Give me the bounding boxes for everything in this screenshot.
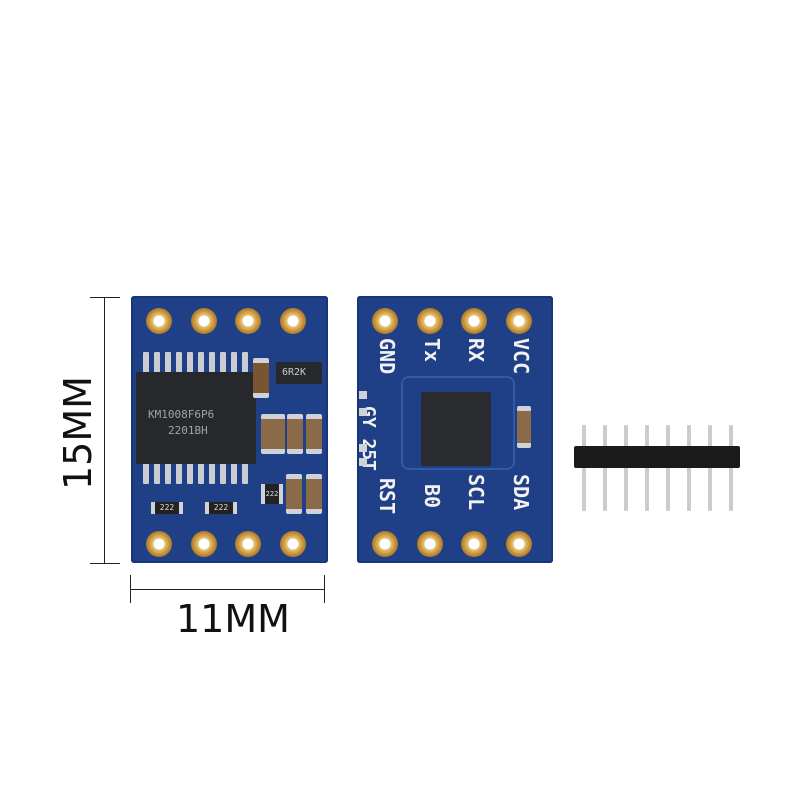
pin-label-sda: SDA (509, 474, 533, 511)
pad (191, 308, 217, 334)
pad (417, 531, 443, 557)
small-resistor: 222 (261, 484, 283, 504)
pad (506, 308, 532, 334)
pin-label-scl: SCL (464, 474, 488, 511)
pad (146, 531, 172, 557)
sensor-chip (421, 392, 491, 466)
pad (461, 308, 487, 334)
pad (280, 531, 306, 557)
capacitor (286, 474, 302, 514)
pin-label-b0: B0 (420, 484, 444, 509)
pin-label-tx: Tx (420, 338, 444, 363)
pad (191, 531, 217, 557)
regulator-label: 6R2K (282, 367, 307, 378)
main-ic: KM1008F6P6 2201BH (136, 372, 256, 464)
ic-marking-line2: 2201BH (168, 424, 208, 437)
pad (461, 531, 487, 557)
header-plastic (574, 446, 740, 468)
pad (235, 531, 261, 557)
capacitor (517, 406, 531, 448)
pad (235, 308, 261, 334)
regulator-chip: 6R2K (276, 362, 322, 384)
front-pcb: KM1008F6P6 2201BH 6R2K 222 222 222 (131, 296, 328, 563)
height-label: 15MM (56, 376, 100, 490)
inductor (253, 358, 269, 398)
pin-label-rst: RST (375, 478, 399, 515)
capacitor (287, 414, 303, 454)
pad (372, 531, 398, 557)
pad (372, 308, 398, 334)
back-pcb: GND Tx RX VCC RST B0 SCL SDA GY 25T (357, 296, 553, 563)
pad (146, 308, 172, 334)
capacitor (306, 414, 322, 454)
pad (280, 308, 306, 334)
pin-label-rx: RX (464, 338, 488, 363)
width-label: 11MM (176, 597, 290, 641)
chip-outline (401, 376, 515, 470)
pin-label-vcc: VCC (509, 338, 533, 375)
small-resistor: 222 (151, 502, 183, 514)
ic-marking-line1: KM1008F6P6 (148, 408, 215, 421)
pad (417, 308, 443, 334)
capacitor (261, 414, 285, 454)
pin-label-gnd: GND (375, 338, 399, 375)
pad (506, 531, 532, 557)
capacitor (306, 474, 322, 514)
small-resistor: 222 (205, 502, 237, 514)
